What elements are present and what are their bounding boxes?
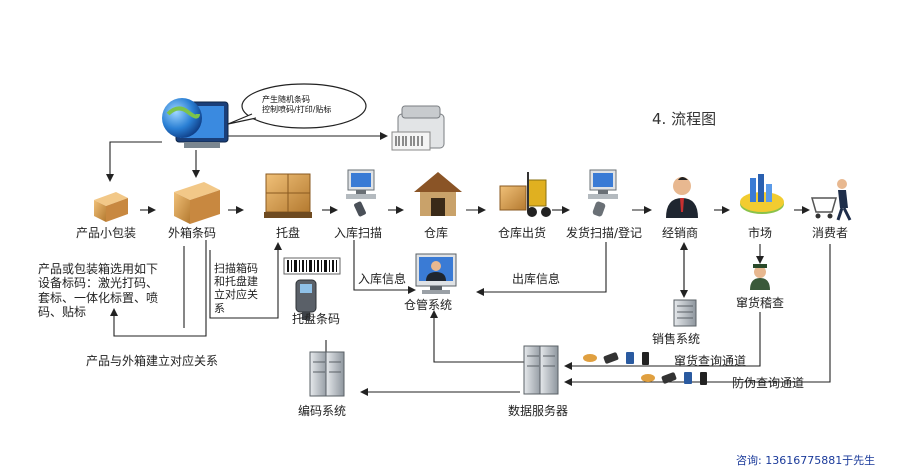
connectors xyxy=(106,132,831,396)
note-outbound-info: 出库信息 xyxy=(512,272,561,286)
node-distributor: 经销商 xyxy=(662,226,699,240)
note-smuggling-query: 窜货查询通道 xyxy=(674,354,747,368)
inbound-computer-icon xyxy=(346,169,376,217)
ship-scan-computer-icon xyxy=(588,169,618,217)
node-warehouse-out: 仓库出货 xyxy=(498,226,547,240)
sales-system-server-icon xyxy=(673,299,697,327)
node-warehouse: 仓库 xyxy=(424,226,449,240)
node-sales-system: 销售系统 xyxy=(652,332,701,346)
pallet-icon xyxy=(264,173,312,218)
handheld-scanner-icon xyxy=(295,279,317,320)
node-pallet-code: 托盘条码 xyxy=(292,312,341,326)
note-counterfeit-query: 防伪查询通道 xyxy=(732,376,805,390)
smuggling-inspector-icon xyxy=(750,264,770,290)
forklift-icon xyxy=(499,172,551,217)
note-equipment: 产品或包装箱选用如下 设备标码：激光打码、 套标、一体化标置、喷 码、贴标 xyxy=(38,262,159,320)
counterfeit-query-devices-icon xyxy=(641,372,707,385)
note-inbound-info: 入库信息 xyxy=(358,272,407,286)
speech-bubble xyxy=(227,83,367,129)
node-consumer: 消费者 xyxy=(812,226,849,240)
distributor-person-icon xyxy=(666,177,698,218)
coding-system-server-icon xyxy=(309,351,345,397)
smuggling-query-devices-icon xyxy=(583,352,649,365)
note-box-pallet-link: 扫描箱码 和托盘建 立对应关 系 xyxy=(214,262,258,315)
speech-bubble-text: 产生随机条码 控制喷码/打印/贴标 xyxy=(262,95,332,114)
data-server-icon xyxy=(523,345,559,395)
consumer-shopping-icon xyxy=(811,179,852,221)
diagram-title: 4. 流程图 xyxy=(652,110,717,128)
node-outer-box-code: 外箱条码 xyxy=(168,226,217,240)
node-ship-scan: 发货扫描/登记 xyxy=(566,226,643,240)
node-warehouse-system: 仓管系统 xyxy=(404,298,453,312)
warehouse-icon xyxy=(414,172,462,216)
market-chart-icon xyxy=(740,174,784,214)
small-package-icon xyxy=(94,192,128,222)
node-data-server: 数据服务器 xyxy=(508,404,569,418)
barcode-icon xyxy=(283,257,341,275)
node-smuggling-check: 窜货稽查 xyxy=(736,296,785,310)
node-coding-system: 编码系统 xyxy=(298,404,347,418)
node-inbound-scan: 入库扫描 xyxy=(334,226,383,240)
node-small-package: 产品小包装 xyxy=(76,226,137,240)
outer-box-icon xyxy=(174,182,220,224)
warehouse-system-monitor-icon xyxy=(415,253,457,294)
globe-computer-icon xyxy=(162,98,229,148)
contact-info: 咨询: 13616775881于先生 xyxy=(736,454,876,467)
note-product-box-link: 产品与外箱建立对应关系 xyxy=(86,354,219,368)
node-pallet: 托盘 xyxy=(276,226,301,240)
node-market: 市场 xyxy=(748,226,773,240)
label-printer-icon xyxy=(391,105,445,151)
